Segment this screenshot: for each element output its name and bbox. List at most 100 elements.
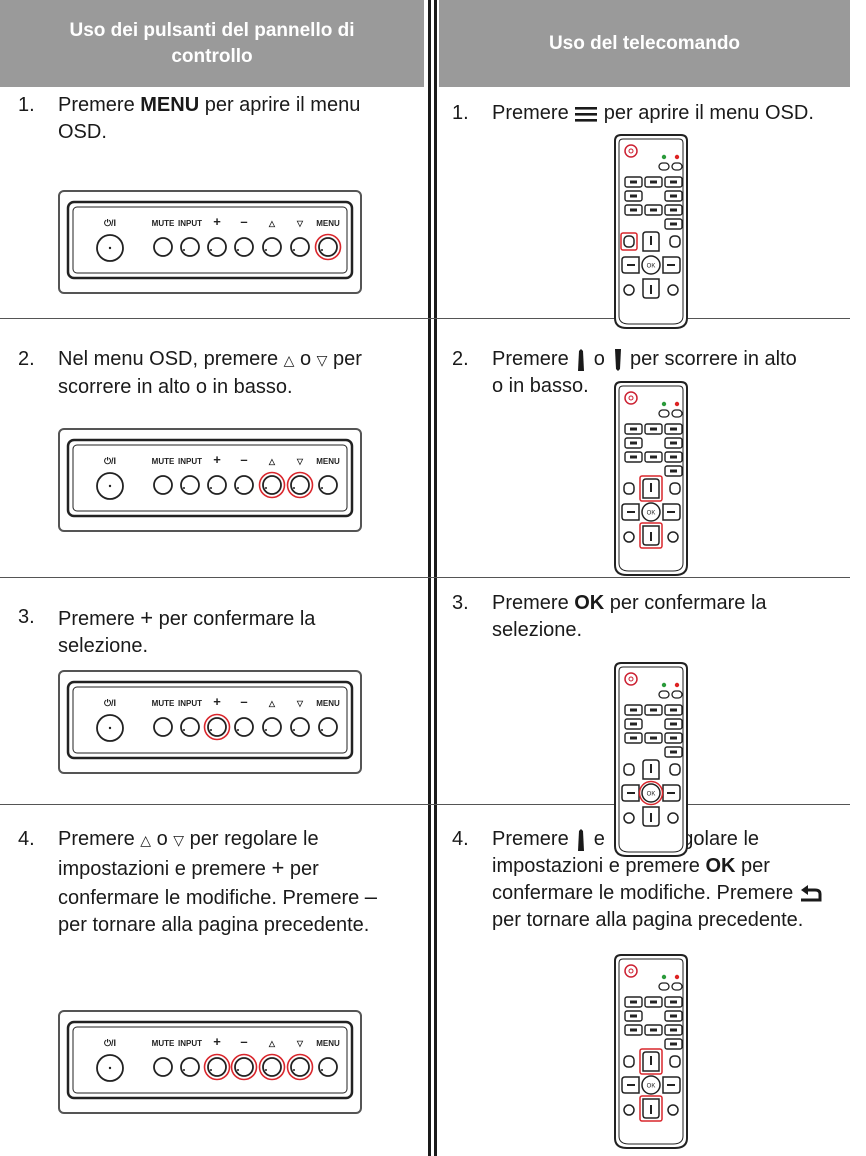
back-arrow-icon xyxy=(800,884,822,902)
down-button xyxy=(290,717,310,737)
step-number: 4. xyxy=(18,828,35,850)
step-text: per xyxy=(735,855,770,877)
remote-control-illustration: OK xyxy=(609,953,693,1150)
remote-control-illustration: OK xyxy=(609,661,693,858)
step-text: o xyxy=(294,348,317,370)
down-triangle-icon: ▽ xyxy=(316,352,328,368)
menu-button xyxy=(318,475,338,495)
step-text: per confermare la xyxy=(604,592,767,614)
remote-power-button xyxy=(624,964,638,978)
plus-icon: + xyxy=(140,605,154,630)
up-arrow-icon xyxy=(578,828,585,851)
remote-ok-button xyxy=(641,255,661,275)
up-button xyxy=(262,1057,282,1077)
mute-button xyxy=(153,475,173,495)
up-button xyxy=(262,717,282,737)
step-text: per confermare la xyxy=(153,608,316,630)
step-text: Premere xyxy=(58,94,141,116)
remote-menu-button xyxy=(623,482,635,495)
remote-power-button xyxy=(624,672,638,686)
row-divider xyxy=(0,318,850,319)
plus-label: + xyxy=(213,452,221,467)
header-remote: Uso del telecomando xyxy=(439,0,850,87)
step-number: 1. xyxy=(18,94,35,116)
up-triangle-icon: △ xyxy=(140,832,152,848)
mute-button xyxy=(153,237,173,257)
minus-icon: – xyxy=(364,884,378,909)
ok-label: OK xyxy=(705,855,736,877)
mute-button xyxy=(153,717,173,737)
down-button xyxy=(290,1057,310,1077)
remote-drawing: OK xyxy=(614,381,688,576)
minus-button xyxy=(234,475,254,495)
remote-ok-label: OK xyxy=(647,264,656,270)
down-label: ▽ xyxy=(296,699,304,708)
down-label: ▽ xyxy=(296,457,304,466)
highlight-box xyxy=(639,1048,663,1075)
step-text: per tornare alla pagina precedente. xyxy=(58,914,370,936)
down-button xyxy=(290,237,310,257)
menu-button xyxy=(318,1057,338,1077)
remote-menu-button xyxy=(623,1055,635,1068)
menu-label: MENU xyxy=(316,1039,340,1048)
up-label: △ xyxy=(268,219,276,228)
minus-button xyxy=(234,717,254,737)
input-button xyxy=(180,475,200,495)
up-triangle-icon: △ xyxy=(283,352,295,368)
remote-power-button xyxy=(624,144,638,158)
header-right-label: Uso del telecomando xyxy=(548,32,741,54)
step-text: Premere xyxy=(492,348,575,370)
remote-drawing: OK xyxy=(614,662,688,857)
step-text: selezione. xyxy=(492,619,583,641)
minus-button xyxy=(234,237,254,257)
remote-ok-button xyxy=(641,1075,661,1095)
up-button xyxy=(262,475,282,495)
row-divider xyxy=(0,804,850,805)
step-text: OSD. xyxy=(58,121,107,143)
input-button xyxy=(180,717,200,737)
step-text: confermare le modifiche. Premere xyxy=(58,887,365,909)
step-text: impostazioni e premere xyxy=(58,858,272,880)
highlight-box xyxy=(620,232,638,251)
remote-drawing: OK xyxy=(614,954,688,1149)
step-text: per xyxy=(327,348,362,370)
highlight-ring xyxy=(314,233,342,261)
step-text: per aprire il menu xyxy=(199,94,361,116)
power-label: ⏻/I xyxy=(104,1038,116,1048)
remote-menu-button xyxy=(623,235,635,248)
down-label: ▽ xyxy=(296,1039,304,1048)
column-divider-inner xyxy=(434,0,437,1156)
menu-button xyxy=(318,717,338,737)
remote-ok-button xyxy=(641,502,661,522)
highlight-ring xyxy=(258,471,286,499)
up-label: △ xyxy=(268,699,276,708)
mute-button xyxy=(153,1057,173,1077)
plus-label: + xyxy=(213,1034,221,1049)
remote-ok-button xyxy=(641,783,661,803)
down-label: ▽ xyxy=(296,219,304,228)
menu-label: MENU xyxy=(316,457,340,466)
up-button xyxy=(262,237,282,257)
ok-label: OK xyxy=(574,592,605,614)
input-label: INPUT xyxy=(178,699,202,708)
highlight-ring xyxy=(203,713,231,741)
header-left-line2: controllo xyxy=(171,45,253,67)
header-panel-buttons: Uso dei pulsanti del pannello di control… xyxy=(0,0,424,87)
minus-label: – xyxy=(240,1034,247,1049)
step-number: 3. xyxy=(452,592,469,614)
step-text: selezione. xyxy=(58,635,149,657)
highlight-ring xyxy=(258,1053,286,1081)
down-triangle-icon: ▽ xyxy=(173,832,185,848)
column-divider xyxy=(428,0,431,1156)
step-text: confermare le modifiche. Premere xyxy=(492,882,799,904)
highlight-box xyxy=(639,1095,663,1122)
step-text: e xyxy=(588,828,611,850)
mute-label: MUTE xyxy=(152,1039,175,1048)
step-text: impostazioni e premere xyxy=(492,855,706,877)
step-text: per aprire il menu OSD. xyxy=(598,102,814,124)
plus-button xyxy=(207,237,227,257)
